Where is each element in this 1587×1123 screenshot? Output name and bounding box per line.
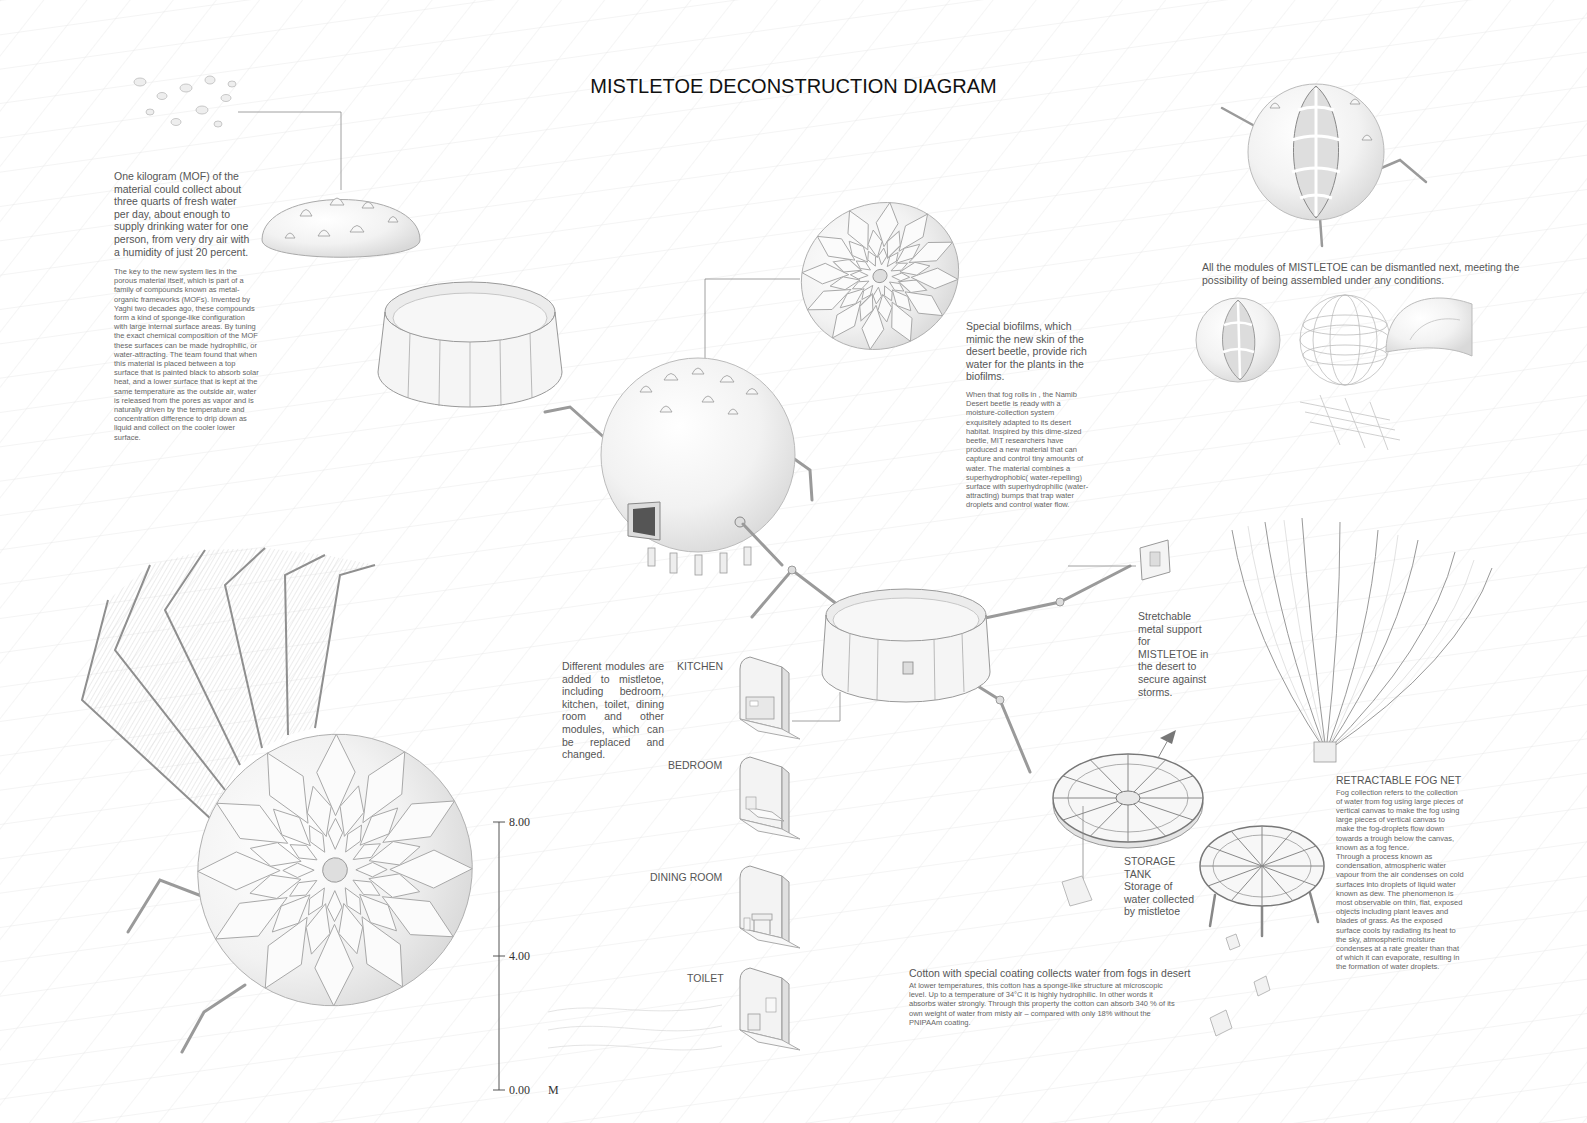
module-label: KITCHEN	[677, 660, 723, 673]
annotation-body: The key to the new system lies in the po…	[114, 267, 259, 442]
module-label: TOILET	[687, 972, 724, 985]
module-label: BEDROOM	[668, 759, 722, 772]
annotation-heading: Stretchable metal support for MISTLETOE …	[1138, 610, 1210, 698]
annotation-heading: Cotton with special coating collects wat…	[909, 967, 1190, 980]
annotation-body: Through a process known as condensation,…	[1336, 852, 1464, 972]
dimension-value: 4.00	[509, 949, 530, 963]
part-label: STORAGE TANK	[1124, 855, 1196, 880]
dimension-value: 0.00	[509, 1083, 530, 1097]
annotation-body: When that fog rolls in , the Namib Deser…	[966, 390, 1090, 510]
module-label: DINING ROOM	[650, 871, 722, 884]
annotation-body: Fog collection refers to the collection …	[1336, 788, 1464, 852]
annotation-heading: All the modules of MISTLETOE can be dism…	[1202, 261, 1522, 286]
annotation-heading: Storage of water collected by mistletoe	[1124, 880, 1196, 918]
diagram-title: MISTLETOE DECONSTRUCTION DIAGRAM	[0, 74, 1587, 98]
annotation-heading: Different modules are added to mistletoe…	[562, 660, 664, 761]
annotation-heading: Special biofilms, which mimic the new sk…	[966, 320, 1094, 383]
part-label: RETRACTABLE FOG NET	[1336, 774, 1461, 787]
annotation-body: At lower temperatures, this cotton has a…	[909, 981, 1181, 1027]
dimension-value: 8.00	[509, 815, 530, 829]
dimension-unit: M	[548, 1083, 559, 1097]
annotation-heading: One kilogram (MOF) of the material could…	[114, 170, 254, 258]
